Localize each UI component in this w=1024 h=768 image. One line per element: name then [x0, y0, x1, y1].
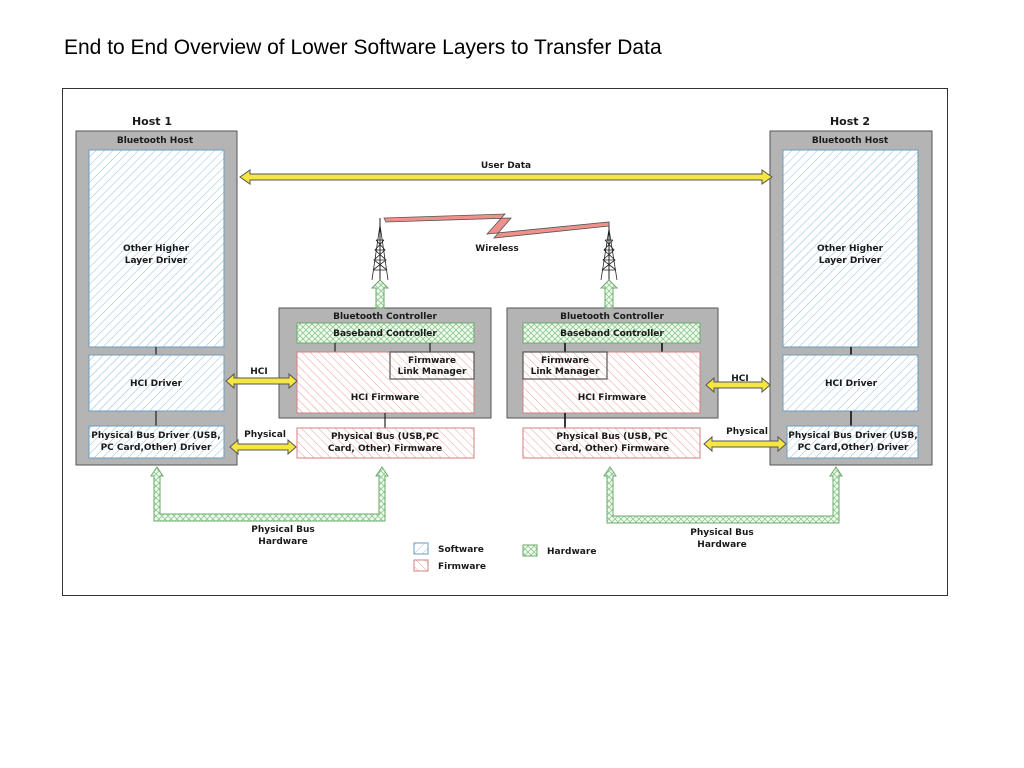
wireless-link: Wireless [370, 213, 619, 309]
hci-links: HCI HCI [225, 367, 771, 394]
legend: Software Firmware Hardware [413, 542, 596, 572]
bluetooth-controller-2: Bluetooth Controller Baseband Controller… [506, 307, 719, 459]
host-1-other-higher-layer-driver [88, 149, 225, 348]
antenna-1-icon [371, 218, 389, 281]
controller-1-baseband-label: Baseband Controller [333, 329, 437, 339]
phys-bus-hw-left-line-2: Hardware [258, 537, 307, 547]
hci-right-arrow [705, 376, 771, 394]
host-2-other-higher-line-1: Other Higher [817, 244, 884, 254]
controller-1-baseband-controller [296, 322, 475, 344]
controller-1-title: Bluetooth Controller [333, 312, 437, 322]
controller-1-hci-firmware-label: HCI Firmware [351, 393, 420, 403]
host-1-hci-driver [88, 354, 225, 412]
phys-bus-hw-right-line-2: Hardware [697, 540, 746, 550]
host-2-hci-driver-label: HCI Driver [825, 379, 878, 389]
host-1-physical-bus-driver [88, 425, 225, 459]
physical-right-label: Physical [726, 427, 768, 437]
user-data-arrow [239, 169, 773, 185]
host-2-phys-bus-line-1: Physical Bus Driver (USB, [788, 431, 917, 441]
slide-title: End to End Overview of Lower Software La… [64, 36, 662, 59]
controller-2-link-manager-line-2: Link Manager [531, 367, 600, 377]
controller-1-link-manager-line-1: Firmware [408, 356, 456, 366]
controller-2-link-manager-line-1: Firmware [541, 356, 589, 366]
host-2-hci-driver [782, 354, 919, 412]
hci-right-label: HCI [731, 374, 749, 384]
host-2: Host 2 Bluetooth Host Other Higher Layer… [769, 115, 933, 466]
host-1-bluetooth-host-label: Bluetooth Host [117, 136, 194, 146]
controller-2-phys-bus-line-1: Physical Bus (USB, PC [556, 432, 668, 442]
host-2-other-higher-line-2: Layer Driver [819, 256, 882, 266]
controller-2-title: Bluetooth Controller [560, 312, 664, 322]
phys-bus-hw-left-line-1: Physical Bus [251, 525, 315, 535]
host-2-phys-bus-line-2: PC Card,Other) Driver [798, 443, 909, 453]
controller-2-physical-bus-firmware [522, 427, 701, 459]
legend-hardware-label: Hardware [547, 547, 596, 557]
physical-bus-hardware-links: Physical Bus Hardware Physical Bus Hardw… [150, 466, 843, 550]
physical-bus-hardware-left [150, 466, 389, 522]
hci-left-label: HCI [250, 367, 268, 377]
user-data-label: User Data [481, 161, 531, 171]
phys-bus-hw-right-line-1: Physical Bus [690, 528, 754, 538]
physical-bus-hardware-right [603, 466, 843, 524]
controller-1-firmware-link-manager [389, 351, 475, 380]
controller-1-phys-bus-line-1: Physical Bus (USB,PC [331, 432, 439, 442]
controller-2-baseband-label: Baseband Controller [560, 329, 664, 339]
wireless-label: Wireless [475, 244, 518, 254]
controller-2-firmware-link-manager [522, 351, 608, 380]
physical-right-arrow [703, 435, 787, 453]
physical-left-arrow [229, 438, 297, 456]
legend-firmware-label: Firmware [438, 562, 486, 572]
antenna-2-icon [600, 222, 618, 281]
host-1-label: Host 1 [132, 115, 172, 128]
host-2-physical-bus-driver [786, 425, 919, 459]
legend-software-label: Software [438, 545, 484, 555]
host-1-hci-driver-label: HCI Driver [130, 379, 183, 389]
antenna-2-feed-arrow [599, 279, 619, 309]
bluetooth-controller-1: Bluetooth Controller Baseband Controller… [278, 307, 492, 459]
antenna-1-feed-arrow [370, 279, 390, 309]
host-1-phys-bus-line-2: PC Card,Other) Driver [101, 443, 212, 453]
controller-2-baseband-controller [522, 322, 701, 344]
host-1-other-higher-line-2: Layer Driver [125, 256, 188, 266]
legend-software-swatch [413, 542, 429, 555]
wireless-bolt-icon [383, 213, 610, 239]
physical-links: Physical Physical [229, 427, 787, 456]
controller-1-link-manager-line-2: Link Manager [398, 367, 467, 377]
physical-left-label: Physical [244, 430, 286, 440]
user-data-link: User Data [239, 161, 773, 185]
host-1-phys-bus-line-1: Physical Bus Driver (USB, [91, 431, 220, 441]
host-1: Host 1 Bluetooth Host Other Higher Layer… [75, 115, 238, 466]
host-2-bluetooth-host-label: Bluetooth Host [812, 136, 889, 146]
legend-firmware-swatch [413, 559, 429, 572]
controller-1-phys-bus-line-2: Card, Other) Firmware [328, 444, 442, 454]
hci-left-arrow [225, 372, 298, 390]
legend-hardware-swatch [522, 544, 538, 557]
controller-1-physical-bus-firmware [296, 427, 475, 459]
controller-2-hci-firmware-label: HCI Firmware [578, 393, 647, 403]
host-2-other-higher-layer-driver [782, 149, 919, 348]
host-2-label: Host 2 [830, 115, 870, 128]
controller-2-phys-bus-line-2: Card, Other) Firmware [555, 444, 669, 454]
host-1-other-higher-line-1: Other Higher [123, 244, 190, 254]
